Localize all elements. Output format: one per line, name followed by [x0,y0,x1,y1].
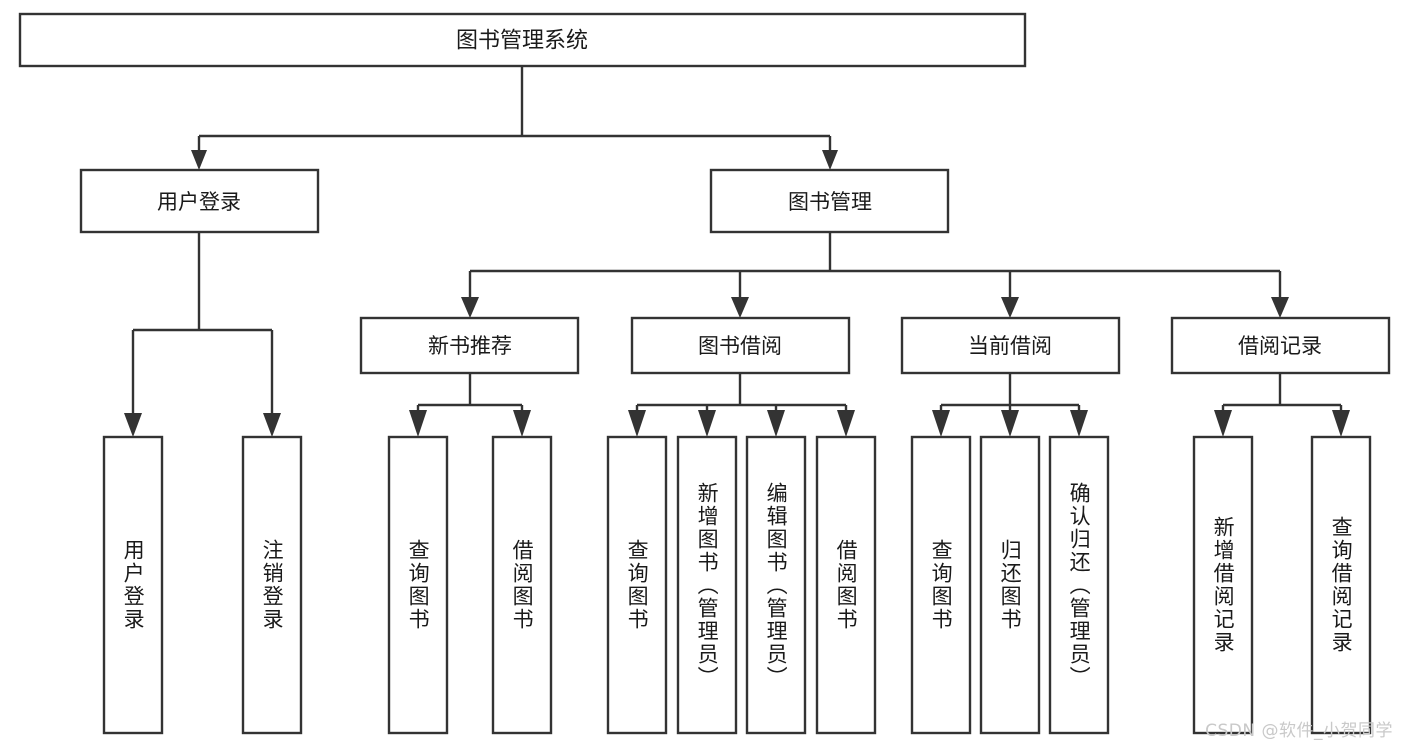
arrow-leaf-add-book-admin [698,410,716,437]
leaf-return-book[interactable] [979,435,1041,735]
root-node-label: 图书管理系统 [456,29,588,54]
arrow-book-management [822,150,838,170]
arrow-borrow-record [1271,297,1289,318]
node-new-book-recommend[interactable] [359,316,580,375]
root-node[interactable] [18,12,1027,68]
node-user-login[interactable] [79,168,320,234]
nodes-layer: 图书管理系统 用户登录 图书管理 新书推荐 图书借阅 当前借阅 借阅记录 [18,12,1391,735]
arrow-leaf-logout [263,413,281,437]
node-user-login-label: 用户登录 [157,190,241,214]
arrow-leaf-query-borrow-record [1332,410,1350,437]
arrow-leaf-user-login [124,413,142,437]
node-current-borrow-label: 当前借阅 [968,334,1052,358]
arrow-user-login [191,150,207,170]
leaf-borrow-book-2[interactable] [815,435,877,735]
arrow-leaf-query-book-2 [628,410,646,437]
node-new-book-recommend-label: 新书推荐 [428,334,512,358]
node-current-borrow[interactable] [900,316,1121,375]
node-book-management-label: 图书管理 [788,190,872,214]
arrow-current-borrow [1001,297,1019,318]
leaf-query-book-1[interactable] [387,435,449,735]
arrow-leaf-return-book [1001,410,1019,437]
leaf-add-book-admin[interactable] [676,435,738,735]
leaf-edit-book-admin[interactable] [745,435,807,735]
arrow-leaf-confirm-return-admin [1070,410,1088,437]
leaf-query-book-3[interactable] [910,435,972,735]
node-borrow-record-label: 借阅记录 [1238,334,1322,358]
arrow-leaf-query-book-1 [409,410,427,437]
leaf-query-borrow-record[interactable] [1310,435,1372,735]
leaf-borrow-book-1[interactable] [491,435,553,735]
arrow-leaf-borrow-book-2 [837,410,855,437]
arrow-book-borrow [731,297,749,318]
node-book-borrow-label: 图书借阅 [698,334,782,358]
leaf-add-borrow-record[interactable] [1192,435,1254,735]
arrow-leaf-borrow-book-1 [513,410,531,437]
leaf-user-login[interactable] [102,435,164,735]
node-borrow-record[interactable] [1170,316,1391,375]
arrow-leaf-add-borrow-record [1214,410,1232,437]
node-book-borrow[interactable] [630,316,851,375]
node-book-management[interactable] [709,168,950,234]
arrow-new-book [461,297,479,318]
leaf-logout[interactable] [241,435,303,735]
leaf-confirm-return-admin[interactable] [1048,435,1110,735]
arrow-leaf-query-book-3 [932,410,950,437]
leaf-query-book-2[interactable] [606,435,668,735]
connectors-layer [124,66,1350,437]
arrow-leaf-edit-book-admin [767,410,785,437]
